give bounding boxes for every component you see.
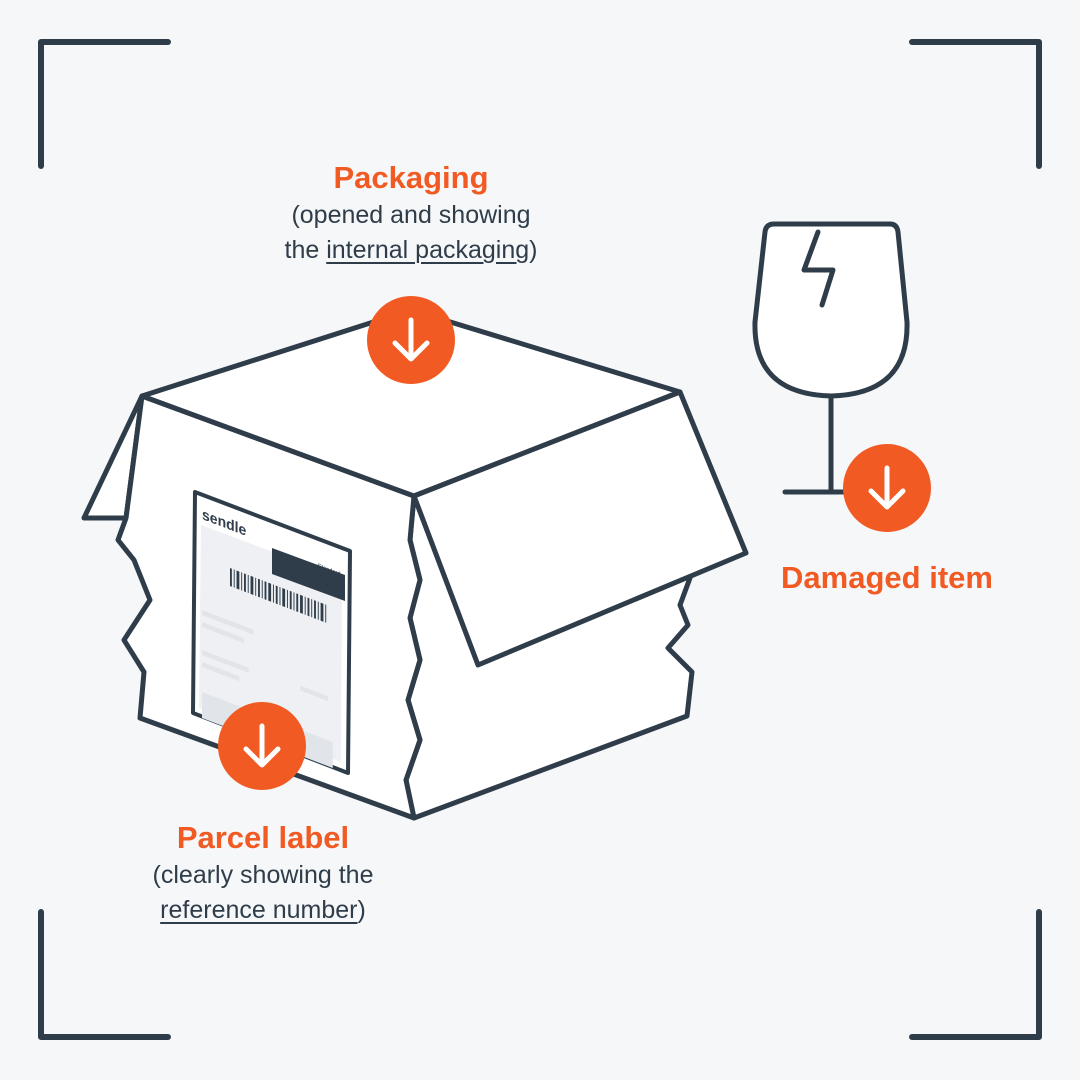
damaged-item-caption: Damaged item [737, 558, 1037, 598]
broken-wine-glass-icon [752, 221, 910, 495]
parcel-desc-line2: reference number) [113, 893, 413, 928]
parcel-desc-line1: (clearly showing the [152, 861, 374, 889]
glass-crack [801, 229, 836, 308]
packaging-desc-line1: (opened and showing [291, 201, 531, 229]
packaging-desc-suffix: ) [529, 236, 538, 264]
box-right-flap [411, 389, 749, 668]
shipping-label-barcode [230, 568, 327, 623]
glass-bowl [752, 221, 910, 399]
parcel-desc-suffix: ) [357, 896, 366, 924]
internal-packaging-link[interactable]: internal packaging [326, 236, 530, 264]
parcel-label-title: Parcel label [176, 820, 350, 855]
packaging-title: Packaging [333, 160, 489, 195]
parcel-label-caption: Parcel label (clearly showing the refere… [113, 818, 413, 928]
parcel-label-arrow-down-circle-icon [218, 702, 306, 790]
packaging-desc-line2: the internal packaging) [211, 233, 611, 268]
damaged-item-title: Damaged item [781, 560, 993, 595]
cardboard-box [81, 307, 749, 821]
packaging-desc-prefix: the [284, 236, 327, 264]
packaging-arrow-down-circle-icon [367, 296, 455, 384]
viewfinder-corner-icon [38, 39, 1042, 1040]
packaging-caption: Packaging (opened and showing the intern… [211, 158, 611, 268]
reference-number-link[interactable]: reference number [160, 896, 358, 924]
damaged-item-arrow-down-circle-icon [843, 444, 931, 532]
shipping-label-band [272, 548, 345, 601]
